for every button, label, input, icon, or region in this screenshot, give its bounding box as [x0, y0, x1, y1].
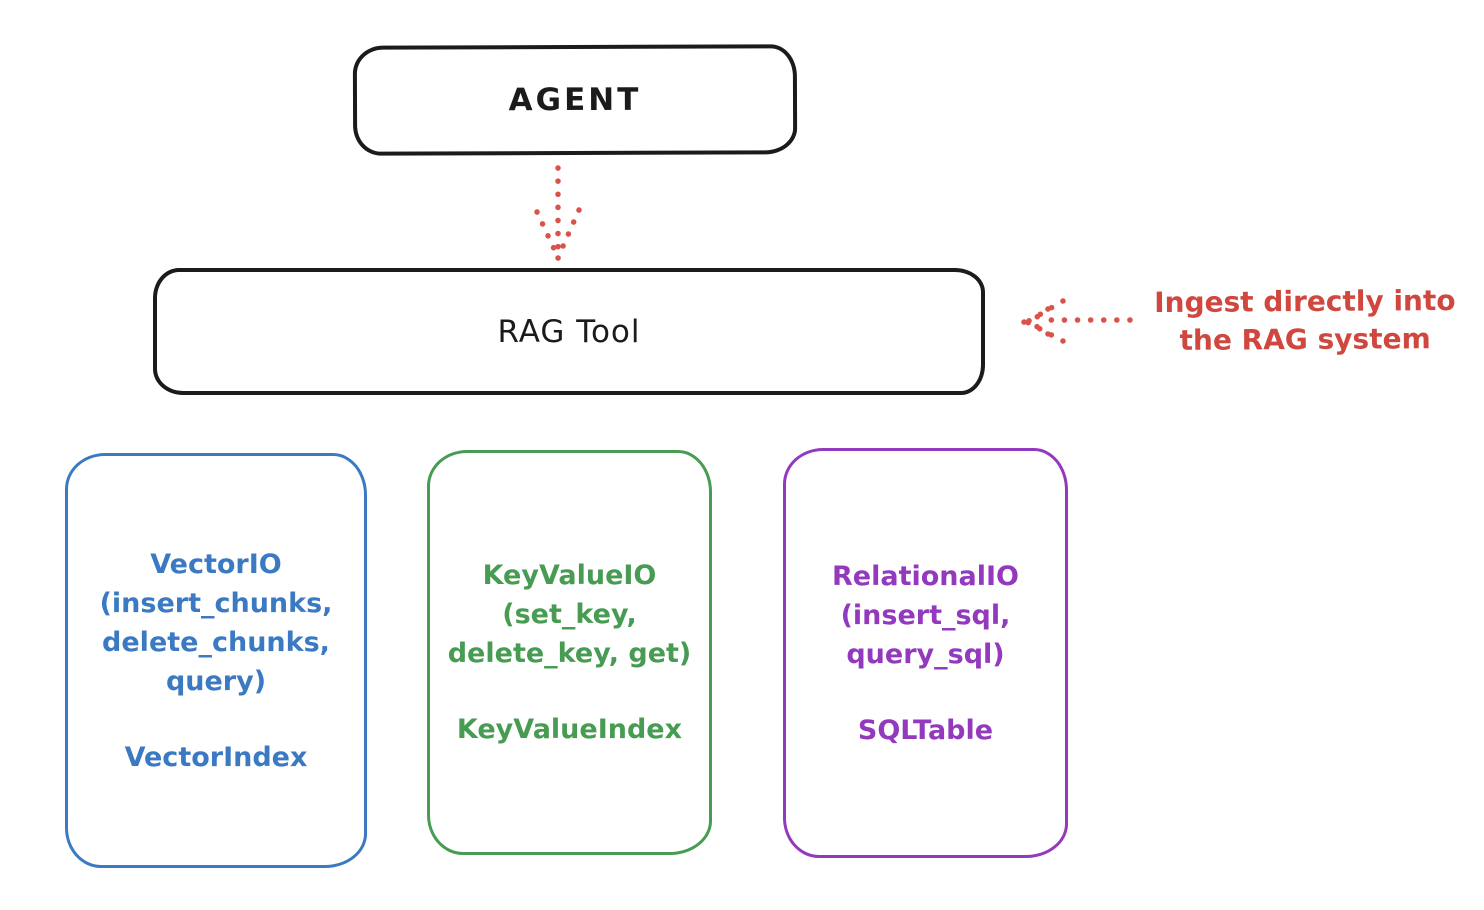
keyvalue-io-line: delete_key, get): [447, 638, 692, 669]
rag-tool-node: RAG Tool: [153, 268, 985, 395]
keyvalue-io-text: KeyValueIO (set_key, delete_key, get) Ke…: [448, 556, 692, 749]
relational-io-text: RelationalIO (insert_sql, query_sql) SQL…: [832, 557, 1019, 750]
vector-io-line: VectorIO: [150, 548, 282, 580]
relational-io-line: query_sql): [846, 638, 1005, 670]
keyvalue-io-line: KeyValueIO: [482, 560, 657, 591]
ingest-annotation-line: the RAG system: [1179, 322, 1431, 357]
rag-tool-label: RAG Tool: [497, 313, 641, 350]
relational-io-node: RelationalIO (insert_sql, query_sql) SQL…: [783, 448, 1068, 858]
relational-io-line: RelationalIO: [832, 560, 1019, 592]
vector-io-line: delete_chunks,: [102, 626, 330, 658]
vector-io-node: VectorIO (insert_chunks, delete_chunks, …: [65, 453, 367, 868]
vector-io-text: VectorIO (insert_chunks, delete_chunks, …: [100, 545, 333, 777]
agent-node: AGENT: [352, 44, 798, 156]
keyvalue-io-line: (set_key,: [502, 599, 637, 630]
ingest-annotation-line: Ingest directly into: [1154, 283, 1456, 320]
vector-index-label: VectorIndex: [124, 741, 308, 773]
agent-to-rag-arrow: [534, 165, 582, 261]
vector-io-line: query): [165, 665, 267, 697]
keyvalue-index-label: KeyValueIndex: [456, 714, 683, 745]
sql-table-label: SQLTable: [857, 714, 994, 746]
agent-label: AGENT: [508, 81, 642, 119]
vector-io-line: (insert_chunks,: [99, 587, 333, 619]
annotation-to-rag-arrow: [1021, 298, 1133, 344]
keyvalue-io-node: KeyValueIO (set_key, delete_key, get) Ke…: [427, 450, 712, 855]
ingest-annotation: Ingest directly into the RAG system: [1125, 282, 1484, 361]
relational-io-line: (insert_sql,: [840, 599, 1011, 631]
